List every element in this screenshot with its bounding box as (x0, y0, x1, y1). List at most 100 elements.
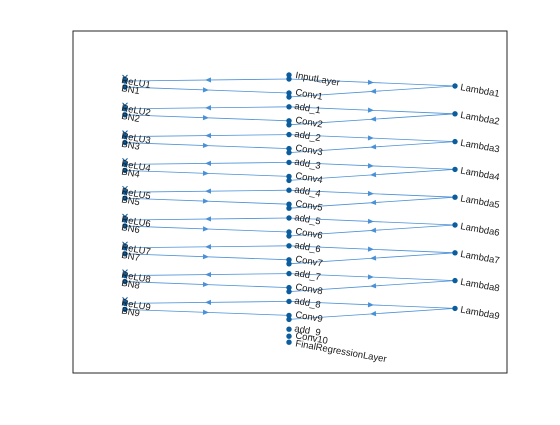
block-4-conv-node (286, 173, 292, 180)
block-1-conv-node (286, 90, 292, 96)
block-9-conv-label: Conv9 (294, 310, 323, 326)
block-3-split-node (286, 131, 292, 138)
block-5-split-node (286, 187, 292, 193)
block-7-edge-lambda-to-add-arrow (370, 255, 377, 261)
block-8-relu-node (122, 272, 128, 279)
block-5-conv-node (286, 201, 292, 207)
block-6-split-node (286, 215, 292, 221)
block-3-edge-to-lambda-arrow (367, 135, 374, 141)
block-5-relu-marker (122, 185, 128, 192)
output-node (286, 339, 292, 345)
block-9-relu-marker (122, 297, 128, 303)
block-3-relu-marker (122, 130, 128, 136)
block-3-relu-label: ReLU3 (120, 131, 151, 147)
block-9-bn-label: BN9 (120, 306, 140, 320)
block-2-relu-marker (122, 102, 128, 109)
block-4-split-node (286, 159, 292, 166)
block-8-relu-label: ReLU8 (120, 270, 151, 286)
block-4-edge-to-lambda-arrow (367, 163, 374, 169)
block-2-add-node (286, 122, 292, 128)
block-7-relu-label: ReLU7 (120, 242, 151, 258)
block-9-conv-node (286, 312, 292, 319)
block-5-edge-to-lambda-arrow (367, 190, 374, 197)
block-8-add-node (286, 288, 292, 295)
block-5-add-node (286, 205, 292, 211)
block-3-lambda-node (452, 138, 458, 145)
block-9-edge-to-lambda-arrow (367, 302, 374, 308)
block-5-bn-node (122, 195, 128, 201)
block-9-edge-bn-to-conv-arrow (202, 309, 209, 315)
block-8-edge-bn-to-conv-arrow (202, 281, 209, 288)
block-5-bn-label: BN5 (120, 194, 140, 208)
block-7-edge-to-relu-arrow (205, 244, 212, 250)
block-6-add-label: add_5 (293, 212, 321, 227)
block-2-edge-lambda-to-add-arrow (370, 116, 377, 122)
block-9-relu-label: ReLU9 (120, 298, 151, 314)
block-9-relu-node (122, 300, 128, 307)
block-1-relu-label: ReLU1 (120, 75, 151, 91)
block-2-split-node (286, 104, 292, 110)
block-5-conv-label: Conv5 (294, 198, 323, 214)
block-1-lambda-node (452, 83, 458, 89)
tail-add-label: add_9 (293, 323, 321, 338)
block-6-edge-lambda-to-add-arrow (370, 227, 377, 233)
block-6-add-node (286, 233, 292, 239)
block-9-add-node (286, 316, 292, 323)
block-9-split-node (286, 298, 292, 305)
block-7-conv-node (286, 257, 292, 263)
tail-add-node (286, 326, 292, 332)
block-1-bn-label: BN1 (120, 83, 140, 97)
block-4-add-node (286, 177, 292, 184)
block-8-edge-to-lambda-arrow (367, 274, 374, 280)
block-2-conv-label: Conv2 (294, 115, 323, 131)
block-4-conv-label: Conv4 (294, 171, 323, 187)
graph-edges (124, 77, 456, 320)
block-7-edge-to-lambda-arrow (367, 246, 374, 252)
block-5-lambda-node (452, 194, 458, 200)
block-8-conv-label: Conv8 (294, 282, 323, 298)
tail-conv-node (286, 333, 292, 339)
block-2-relu-node (122, 106, 128, 112)
block-4-relu-marker (122, 158, 128, 164)
block-2-add-label: add_1 (293, 101, 321, 116)
block-2-relu-label: ReLU2 (120, 103, 151, 119)
block-3-add-label: add_2 (293, 129, 321, 144)
block-1-edge-to-lambda-arrow (367, 79, 374, 85)
block-8-edge-to-relu-arrow (205, 271, 212, 278)
block-1-edge-to-relu-arrow (205, 77, 212, 83)
block-3-edge-to-relu-arrow (205, 132, 212, 139)
input-layer-node (286, 72, 292, 78)
block-5-edge-to-relu-arrow (205, 188, 212, 194)
block-2-lambda-node (452, 111, 458, 117)
block-7-lambda-node (452, 250, 458, 256)
block-4-bn-node (122, 167, 128, 174)
block-9-lambda-node (452, 305, 458, 312)
block-2-bn-node (122, 112, 128, 118)
graph-nodes (122, 72, 458, 345)
block-7-add-node (286, 261, 292, 267)
block-8-conv-node (286, 284, 292, 291)
block-8-lambda-node (452, 277, 458, 284)
block-7-edge-bn-to-conv-arrow (202, 254, 209, 260)
block-5-relu-label: ReLU5 (120, 186, 151, 202)
block-1-relu-marker (122, 74, 128, 81)
block-6-edge-bn-to-conv-arrow (202, 226, 209, 232)
block-5-edge-lambda-to-add-arrow (370, 199, 377, 206)
block-4-lambda-node (452, 166, 458, 173)
block-8-bn-node (122, 278, 128, 285)
block-6-edge-to-relu-arrow (205, 216, 212, 222)
block-1-split-node (286, 76, 292, 82)
block-2-edge-to-lambda-arrow (367, 107, 374, 113)
block-6-edge-to-lambda-arrow (367, 218, 374, 224)
block-7-relu-node (122, 245, 128, 251)
block-3-relu-node (122, 133, 128, 140)
block-3-conv-node (286, 145, 292, 152)
block-1-add-node (286, 94, 292, 100)
block-7-bn-label: BN7 (120, 250, 140, 264)
block-1-relu-node (122, 78, 128, 84)
block-9-edge-lambda-to-add-arrow (370, 311, 377, 317)
block-2-conv-node (286, 118, 292, 124)
block-1-conv-label: Conv1 (294, 87, 323, 103)
block-2-edge-to-relu-arrow (205, 105, 212, 111)
